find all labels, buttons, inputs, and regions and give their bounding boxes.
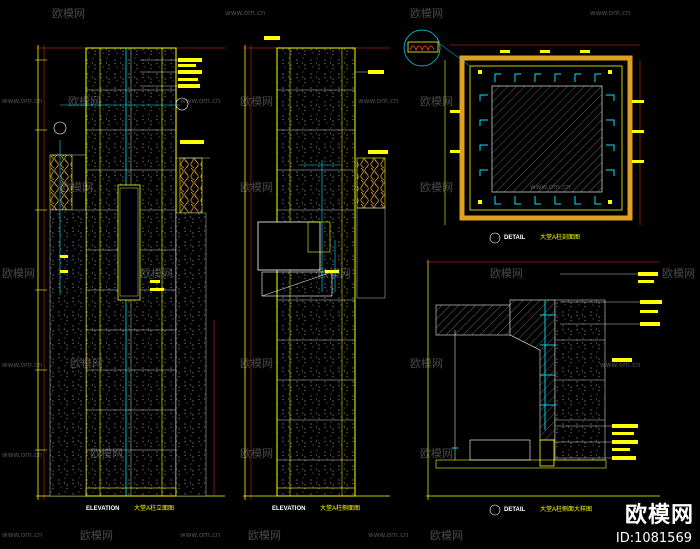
front-elevation-code: ELEVATION (86, 506, 120, 512)
watermark-brand: 欧模网 (420, 181, 453, 194)
watermark-brand: 欧模网 (430, 529, 463, 542)
watermark-brand: 欧模网 (90, 447, 123, 460)
front-elevation-view (35, 45, 225, 500)
watermark-url: www.om.cn (2, 531, 43, 539)
watermark-url: www.om.cn (530, 183, 571, 191)
plan-detail-code: DETAIL (504, 235, 526, 241)
footer-id: ID:1081569 (615, 531, 692, 546)
watermark-brand: 欧模网 (2, 267, 35, 280)
side-elevation-name: 大堂A柱侧面图 (320, 506, 361, 512)
watermark-brand: 欧模网 (240, 95, 273, 108)
watermark-brand: 欧模网 (410, 357, 443, 370)
watermark-url: www.om.cn (180, 531, 221, 539)
watermark-url: www.om.cn (180, 97, 221, 105)
watermark-brand: 欧模网 (140, 267, 173, 280)
watermark-brand: 欧模网 (420, 447, 453, 460)
section-detail-view (426, 260, 662, 516)
plan-detail-name: 大堂A柱剖面图 (540, 235, 581, 241)
watermark-brand: 欧模网 (490, 267, 523, 280)
watermark-brand: 欧模网 (60, 181, 93, 194)
watermark-url: www.om.cn (2, 97, 43, 105)
watermark-url: www.om.cn (2, 451, 43, 459)
watermark-brand: 欧模网 (318, 267, 351, 280)
footer-brand-logo: 欧模网 (624, 503, 694, 528)
side-elevation-code: ELEVATION (272, 506, 306, 512)
watermark-brand: 欧模网 (240, 357, 273, 370)
watermark-url: www.om.cn (2, 361, 43, 369)
watermark-brand: 欧模网 (52, 7, 85, 20)
watermark-url: www.om.cn (368, 531, 409, 539)
watermark-url: www.om.cn (590, 9, 631, 17)
side-elevation-view (243, 36, 390, 500)
watermark-url: www.om.cn (358, 97, 399, 105)
section-detail-name: 大堂A柱侧面大样图 (540, 507, 593, 513)
section-detail-code: DETAIL (504, 507, 526, 513)
watermark-brand: 欧模网 (662, 267, 695, 280)
watermark-brand: 欧模网 (410, 7, 443, 20)
watermark-url: www.om.cn (600, 361, 641, 369)
watermark-brand: 欧模网 (240, 447, 273, 460)
plan-detail-view (403, 29, 644, 244)
watermark-url: www.om.cn (225, 9, 266, 17)
watermark-brand: 欧模网 (70, 357, 103, 370)
watermark-brand: 欧模网 (240, 181, 273, 194)
watermark-brand: 欧模网 (68, 95, 101, 108)
watermark-brand: 欧模网 (80, 529, 113, 542)
watermark-brand: 欧模网 (420, 95, 453, 108)
front-elevation-name: 大堂A柱立面图 (134, 506, 175, 512)
watermark-brand: 欧模网 (248, 529, 281, 542)
